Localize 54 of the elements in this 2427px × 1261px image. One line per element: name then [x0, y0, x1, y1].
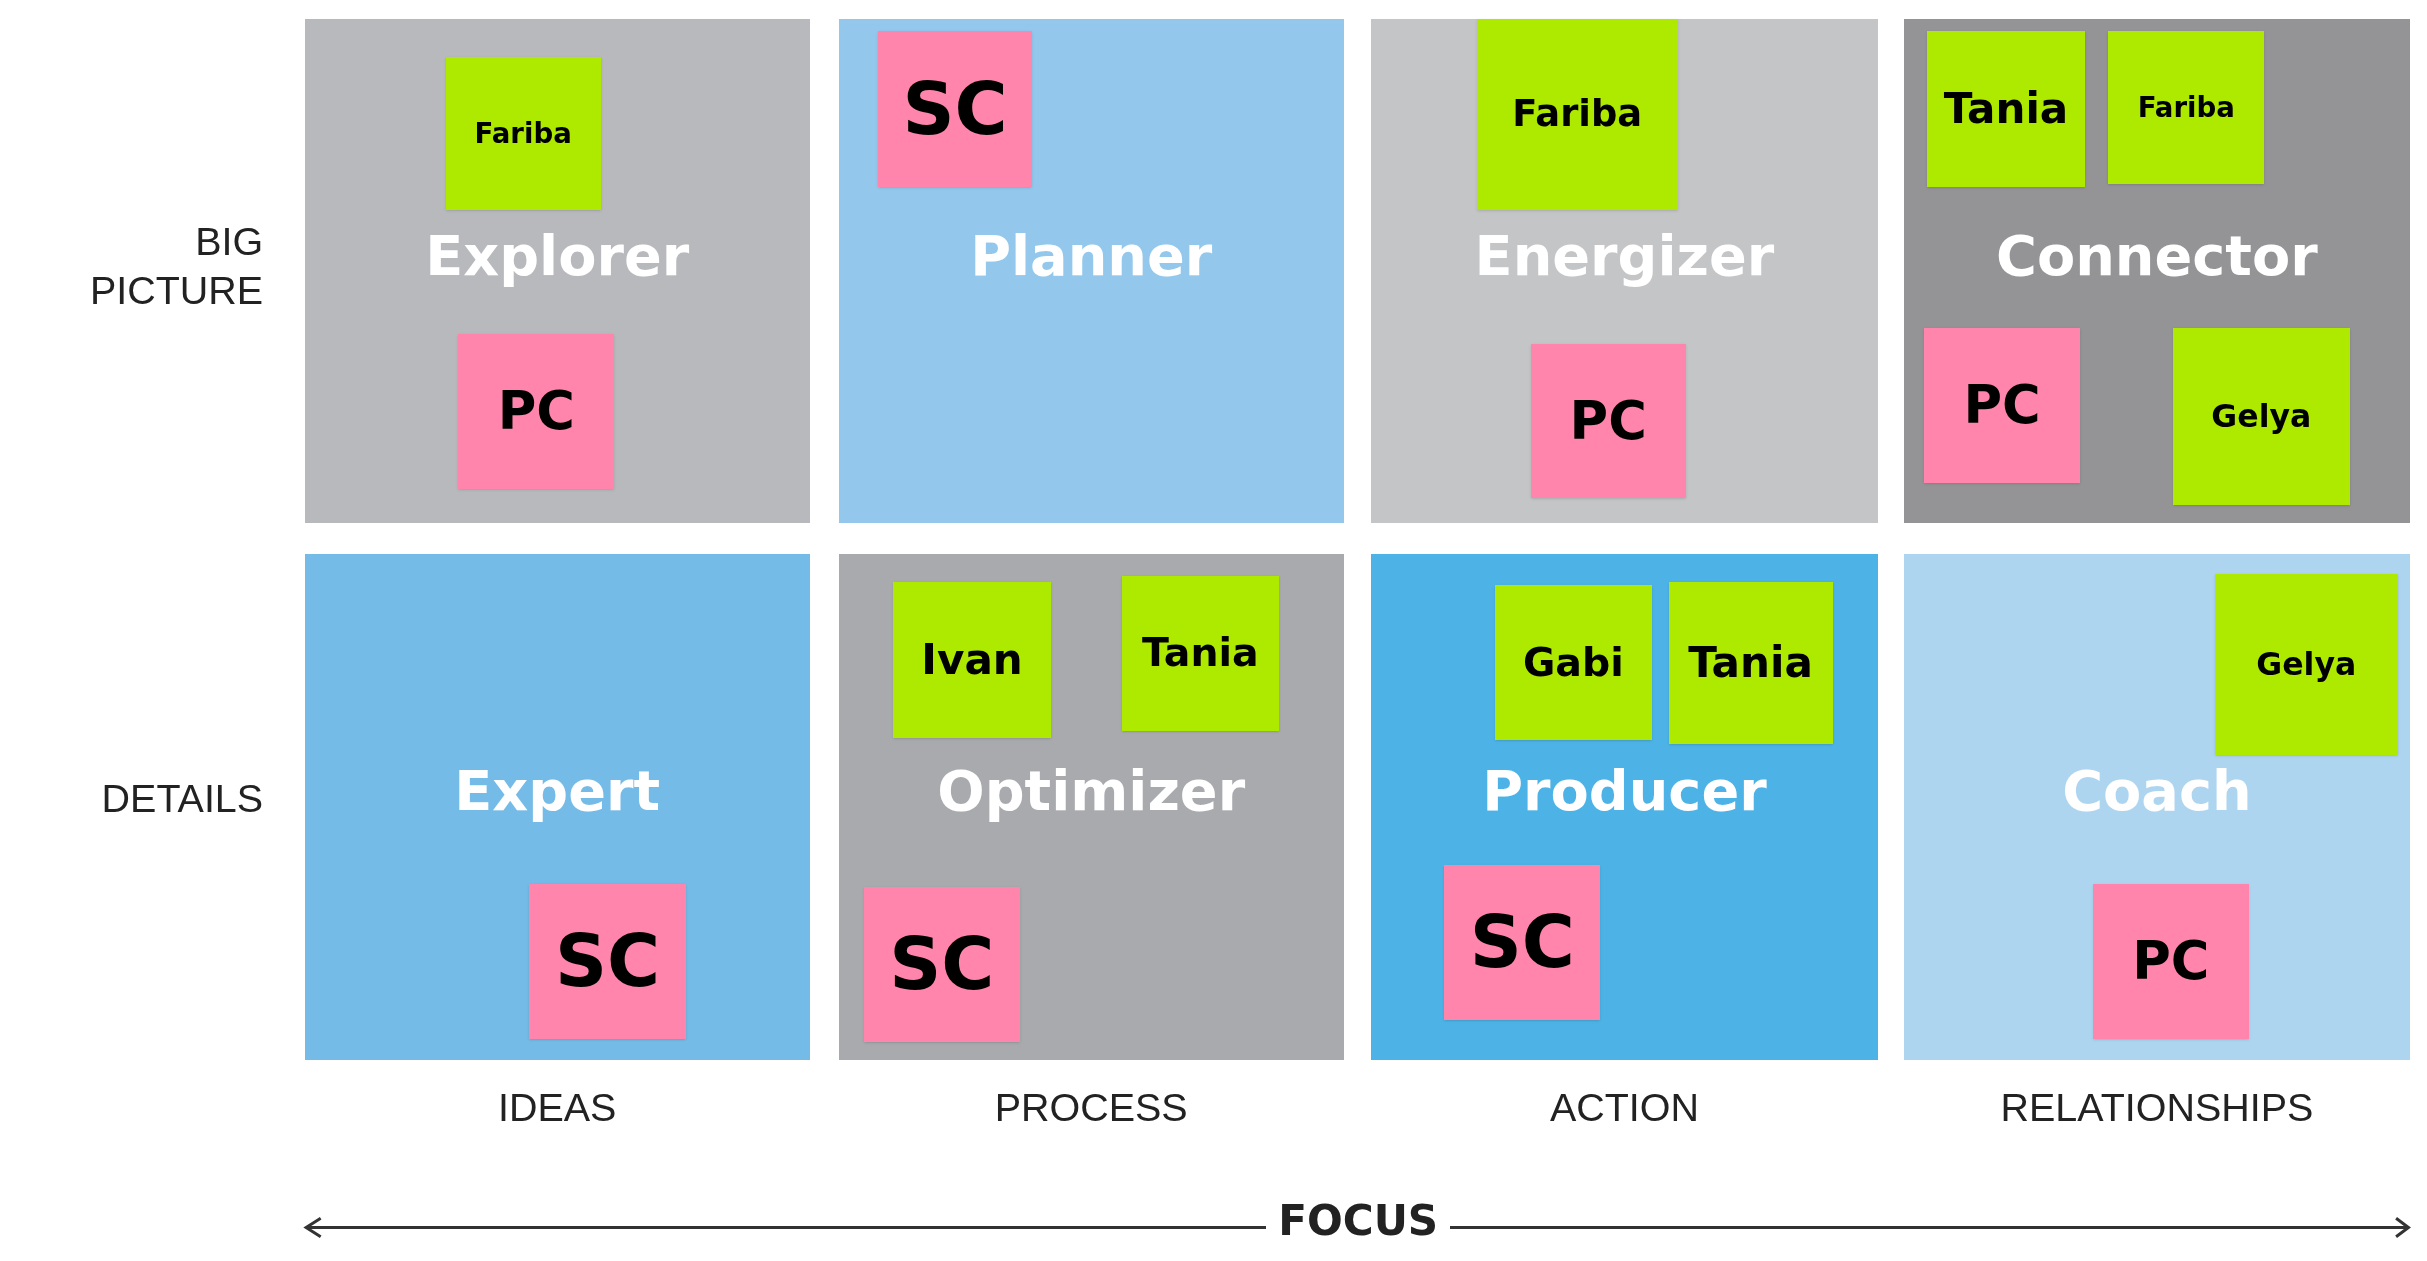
note-text: Gabi: [1522, 642, 1624, 683]
sticky-note: [445, 57, 601, 211]
sticky-note: [529, 883, 686, 1039]
sticky-note: [2092, 883, 2249, 1039]
sticky-note: [1668, 581, 1833, 745]
note-text: SC: [554, 925, 661, 998]
sticky-note: [2173, 328, 2350, 505]
sticky-note: [1495, 585, 1652, 740]
role-title: Connector: [1996, 227, 2318, 284]
sticky-note: [2108, 30, 2265, 185]
role-panel: [304, 18, 810, 524]
note-text: SC: [902, 72, 1008, 146]
note-text: Fariba: [474, 120, 572, 148]
note-text: Gelya: [2211, 400, 2312, 433]
note-text: PC: [1963, 379, 2041, 432]
role-title: Producer: [1482, 763, 1767, 819]
note-text: PC: [2132, 934, 2210, 988]
note-text: Gelya: [2256, 648, 2357, 681]
role-panel: [1903, 554, 2410, 1061]
axis-label: DETAILS: [101, 774, 264, 822]
sticky-note: [863, 886, 1020, 1042]
role-panel: [838, 554, 1344, 1061]
sticky-note: [1476, 18, 1678, 211]
note-text: SC: [889, 928, 995, 1001]
sticky-note: [2214, 574, 2398, 756]
note-text: Fariba: [2137, 93, 2235, 122]
axis-label: ACTION: [1549, 1084, 1699, 1132]
role-title: Planner: [970, 227, 1213, 284]
axis-label: PROCESS: [994, 1084, 1188, 1132]
note-text: Tania: [1142, 633, 1259, 673]
sticky-note: [458, 334, 615, 490]
role-panel: [838, 18, 1344, 524]
role-panel: [1371, 18, 1878, 524]
sticky-note: [1122, 575, 1279, 731]
sticky-note: [893, 581, 1051, 739]
sticky-note: [1444, 865, 1601, 1020]
note-text: Tania: [1943, 88, 2069, 131]
sticky-note: [877, 30, 1033, 188]
role-panel: [1371, 554, 1878, 1061]
role-title: Coach: [2062, 763, 2252, 819]
role-panel: [1903, 18, 2410, 524]
axis-label: IDEAS: [498, 1084, 617, 1132]
note-text: Fariba: [1512, 96, 1643, 133]
sticky-note: [1927, 30, 2085, 188]
note-text: PC: [1569, 394, 1647, 448]
note-text: Ivan: [921, 639, 1023, 682]
sticky-note: [1530, 343, 1686, 499]
sticky-note: [1923, 328, 2081, 483]
note-text: PC: [497, 385, 575, 438]
note-text: Tania: [1688, 642, 1813, 685]
axis-label: BIG PICTURE: [88, 217, 264, 314]
note-text: SC: [1469, 906, 1575, 979]
role-panel: [304, 554, 810, 1061]
axis-label: RELATIONSHIPS: [2000, 1084, 2314, 1132]
